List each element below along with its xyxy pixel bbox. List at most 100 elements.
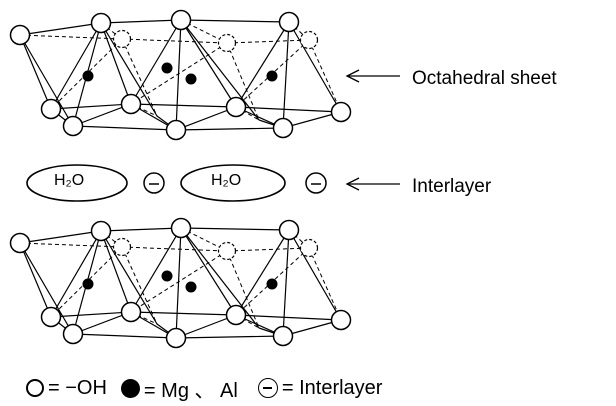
hydroxyl-atom — [278, 219, 300, 241]
metal-cation-atom — [161, 270, 173, 282]
octahedron-edge-line — [100, 230, 132, 313]
octahedron-edge-line — [19, 34, 52, 110]
octahedron-edge-line — [130, 103, 237, 108]
octahedron-edge-line — [175, 127, 284, 131]
hidden-edge-line — [308, 39, 342, 113]
hydroxyl-atom — [90, 220, 112, 242]
octahedron-edge-line — [235, 106, 342, 113]
hidden-edge-line — [121, 38, 228, 44]
metal-cation-atom — [161, 62, 173, 74]
octahedron-edge-line — [72, 125, 177, 131]
octahedron-edge-line — [19, 34, 74, 127]
hidden-edge-line — [308, 247, 342, 321]
octahedron-edge-line — [180, 227, 237, 316]
octahedron-edge-line — [19, 242, 52, 318]
hydroxyl-atom — [62, 115, 84, 137]
octahedron-edge-line — [180, 19, 290, 23]
label-arrows — [345, 69, 400, 191]
octahedron-edge-line — [72, 103, 132, 127]
water-label: H₂O — [54, 172, 85, 189]
hidden-edge-line — [19, 34, 123, 40]
octahedron-edge-line — [50, 22, 102, 110]
hydroxyl-atom — [9, 232, 31, 254]
octahedron-edge-line — [282, 229, 290, 337]
octahedron-edge-line — [100, 227, 182, 232]
hydroxyl-symbol-icon — [26, 379, 44, 397]
hydroxyl-atom — [165, 119, 187, 141]
negative-charge-symbol-icon — [257, 378, 278, 398]
octahedron-edge-line — [100, 22, 132, 105]
hidden-hydroxyl-atom — [112, 237, 132, 257]
legend-metal-text: = Mg 、 Al — [143, 379, 238, 402]
top-octahedral-sheet — [9, 9, 352, 141]
hidden-edge-line — [130, 103, 158, 117]
interlayer-row — [26, 164, 327, 202]
octahedron-edge-line — [130, 227, 182, 313]
arrow-head — [345, 69, 360, 83]
hydroxyl-atom — [165, 327, 187, 349]
octahedron-edge-line — [100, 230, 158, 325]
octahedron-edge-line — [175, 314, 237, 339]
hydroxyl-atom — [62, 323, 84, 345]
hidden-hydroxyl-atom — [217, 33, 237, 53]
hydroxyl-atom — [120, 93, 142, 115]
hidden-edge-line — [226, 247, 310, 252]
hydroxyl-atom — [120, 301, 142, 323]
octahedron-edge-line — [50, 311, 132, 318]
hidden-hydroxyl-atom — [112, 29, 132, 49]
octahedron-edge-line — [130, 311, 237, 316]
hidden-edge-line — [235, 314, 260, 329]
hydroxyl-atom — [225, 96, 247, 118]
octahedron-edge-line — [175, 19, 182, 131]
hydroxyl-atom — [40, 98, 62, 120]
octahedron-edge-line — [50, 230, 102, 318]
hidden-edge-line — [235, 106, 260, 121]
octahedron-edge-line — [175, 227, 182, 339]
octahedron-edge-line — [282, 21, 290, 129]
hydroxyl-atom — [330, 101, 352, 123]
octahedron-edge-line — [288, 229, 342, 321]
octahedron-edge-line — [180, 19, 260, 121]
water-label: H₂O — [211, 172, 242, 189]
octahedron-edge-line — [235, 229, 290, 316]
octahedron-edge-line — [130, 19, 182, 105]
hidden-hydroxyl-atom — [217, 241, 237, 261]
water-ellipse — [26, 164, 128, 202]
octahedron-edge-line — [72, 311, 132, 335]
octahedron-edge-line — [180, 19, 237, 108]
hydroxyl-atom — [225, 304, 247, 326]
metal-cation-atom — [185, 73, 197, 85]
octahedron-edge-line — [288, 21, 342, 113]
hydroxyl-atom — [170, 217, 192, 239]
hydroxyl-atom — [90, 12, 112, 34]
octahedral-sheet-label: Octahedral sheet — [412, 68, 557, 89]
hidden-edge-line — [121, 38, 158, 117]
octahedron-edge-line — [100, 19, 182, 24]
arrow-head — [345, 177, 360, 191]
octahedron-edge-line — [50, 103, 132, 110]
legend-interlayer-text: = Interlayer — [281, 376, 383, 399]
water-ellipse — [180, 164, 286, 202]
hydroxyl-atom — [40, 306, 62, 328]
metal-cation-atom — [266, 70, 278, 82]
octahedron-edge-line — [175, 335, 284, 339]
metal-cation-atom — [185, 281, 197, 293]
metal-cation-atom — [82, 70, 94, 82]
legend: = −OH = Mg 、 Al = Interlayer — [26, 376, 383, 402]
octahedron-edge-line — [175, 106, 237, 131]
hydroxyl-atom — [170, 9, 192, 31]
hidden-hydroxyl-atom — [299, 238, 319, 258]
metal-cation-atom — [266, 278, 278, 290]
hidden-edge-line — [19, 242, 123, 248]
legend-hydroxyl-text: = −OH — [48, 376, 107, 399]
octahedron-edge-line — [180, 227, 260, 329]
hidden-edge-line — [121, 246, 158, 325]
bottom-octahedral-sheet — [9, 217, 352, 349]
hydroxyl-atom — [278, 11, 300, 33]
hidden-edge-line — [226, 39, 310, 44]
interlayer-label: Interlayer — [412, 176, 492, 197]
negative-charge-symbol — [305, 172, 327, 194]
octahedron-edge-line — [235, 21, 290, 108]
